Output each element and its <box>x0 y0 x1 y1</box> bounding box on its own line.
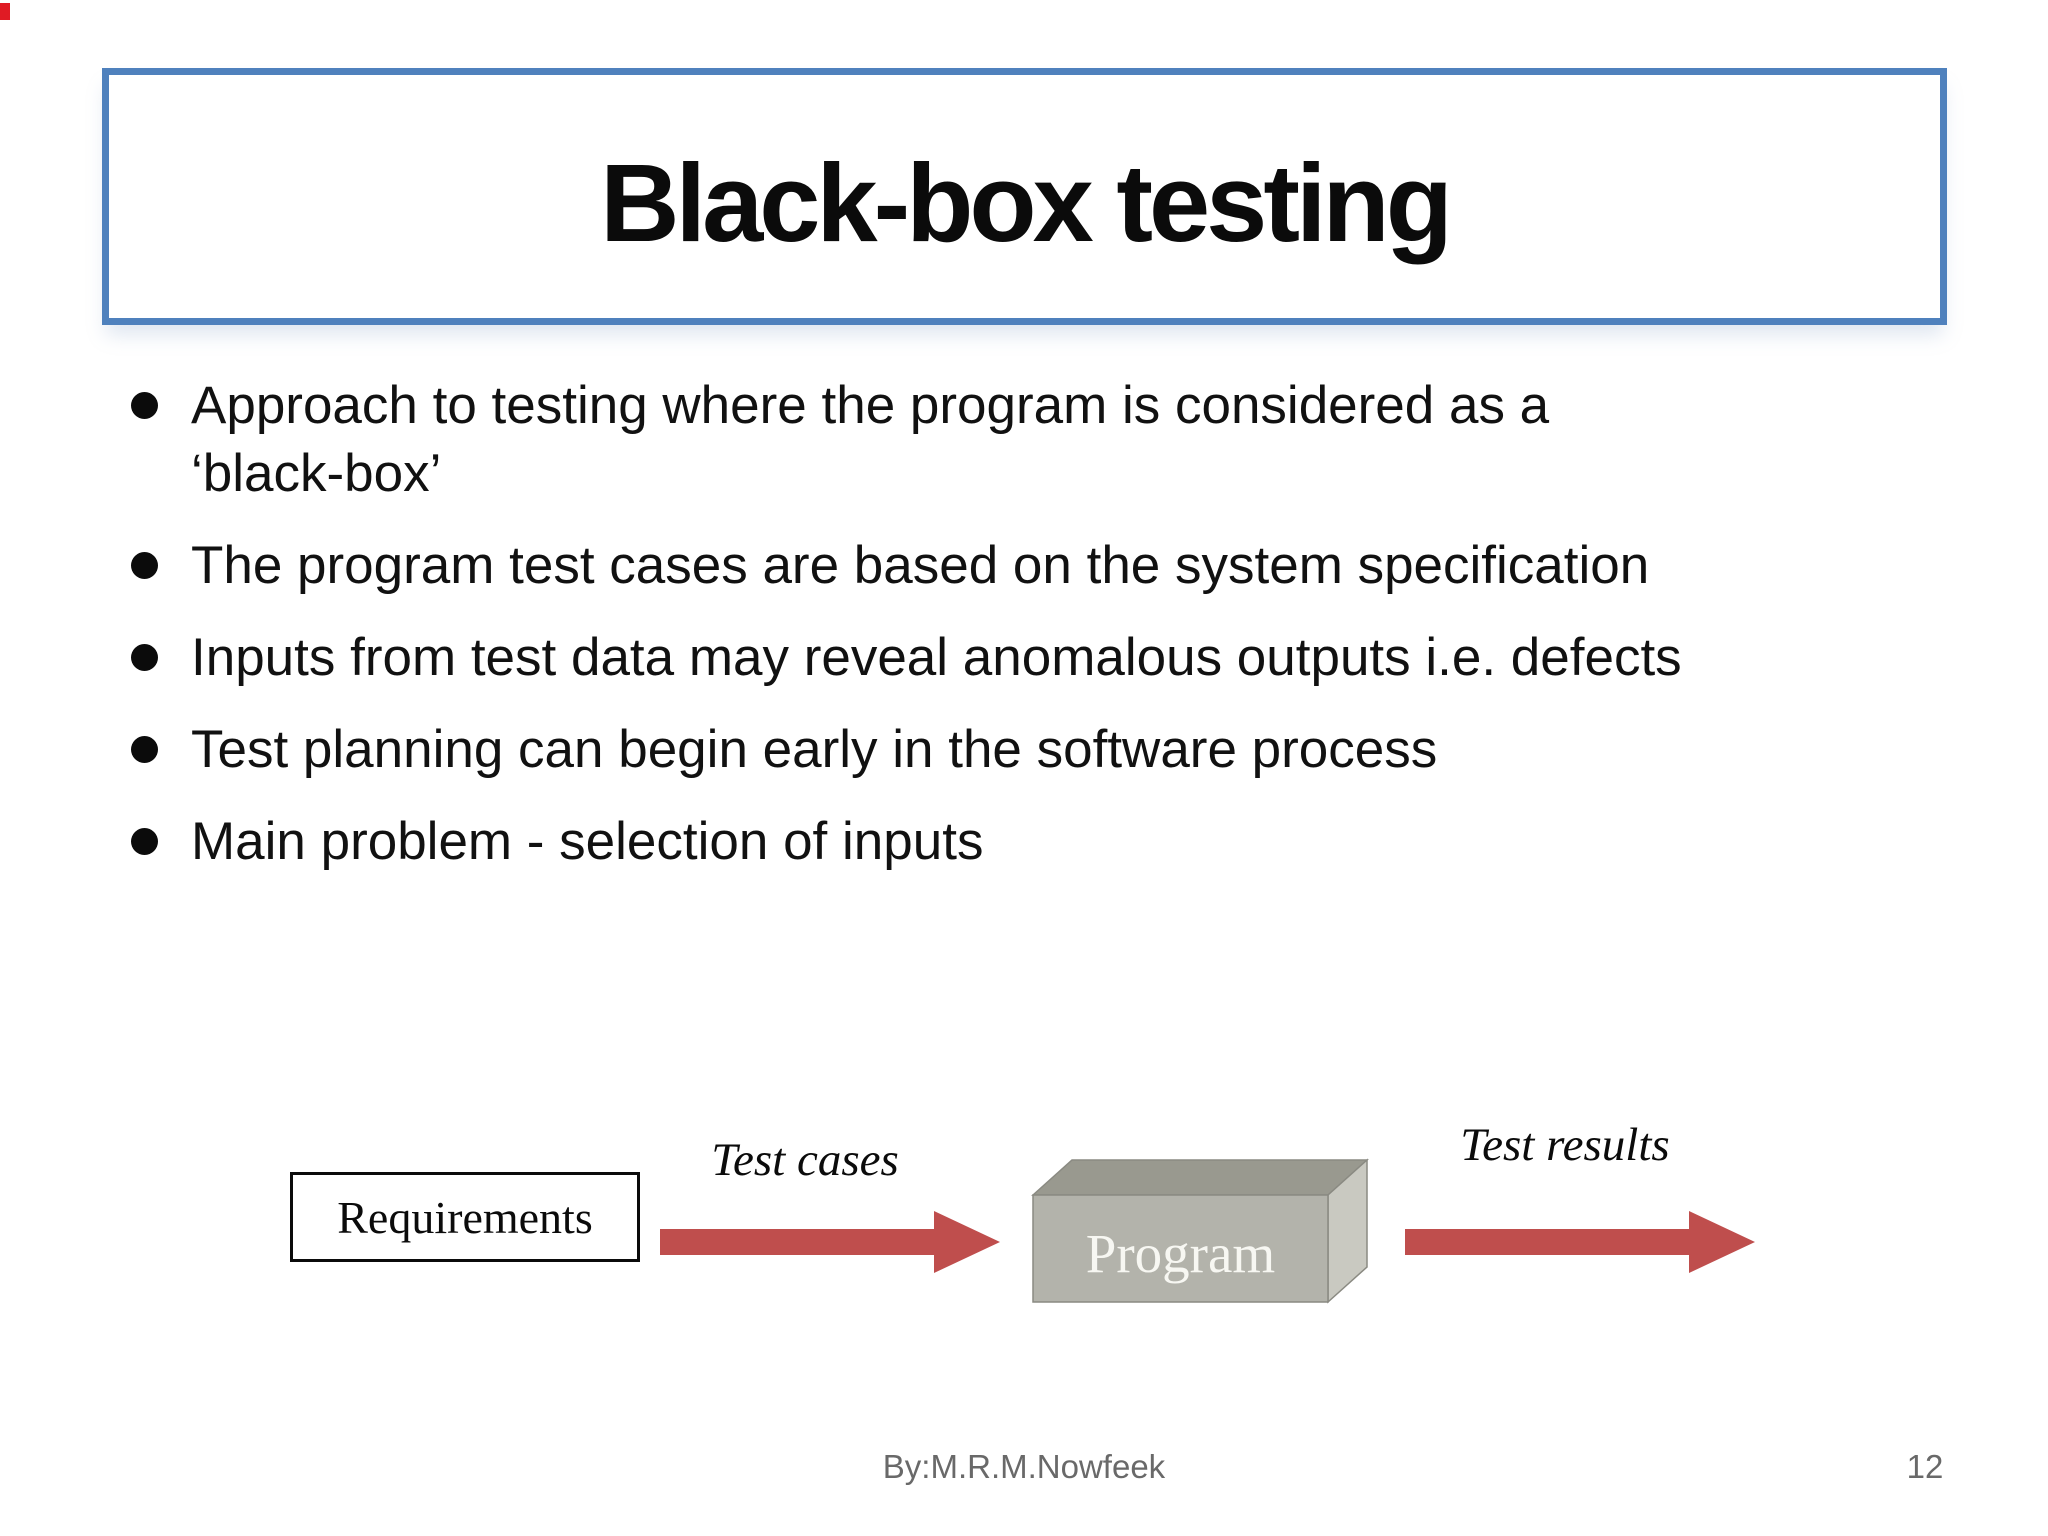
program-box-front-face <box>1032 1194 1329 1303</box>
program-box-top-face <box>1031 1159 1369 1196</box>
bullet-item: Approach to testing where the program is… <box>125 372 1897 508</box>
page-title: Black-box testing <box>600 142 1453 265</box>
program-3d-box <box>1031 1158 1369 1304</box>
bullet-text: ‘black-box’ <box>191 444 442 503</box>
bullet-item: Main problem - selection of inputs <box>125 808 1897 876</box>
requirements-box: Requirements <box>290 1172 640 1262</box>
page-number: 12 <box>1906 1448 1944 1485</box>
bullet-text: Approach to testing where the program is… <box>191 376 1550 435</box>
right-arrow-icon <box>1405 1211 1755 1273</box>
bullet-list: Approach to testing where the program is… <box>125 372 1897 900</box>
bullet-text: Main problem - selection of inputs <box>191 812 984 871</box>
test-results-label: Test results <box>1460 1119 1670 1171</box>
red-accent-strip <box>0 3 10 20</box>
bullet-text: Inputs from test data may reveal anomalo… <box>191 628 1682 687</box>
bullet-item: Test planning can begin early in the sof… <box>125 716 1897 784</box>
requirements-label: Requirements <box>337 1191 593 1243</box>
arrow-shape <box>1405 1211 1755 1273</box>
test-cases-label: Test cases <box>711 1134 899 1186</box>
title-box: Black-box testing <box>102 68 1947 325</box>
bullet-text: Test planning can begin early in the sof… <box>191 720 1438 779</box>
footer-author: By:M.R.M.Nowfeek <box>882 1448 1166 1485</box>
arrow-shape <box>660 1211 1000 1273</box>
bullet-item: The program test cases are based on the … <box>125 532 1897 600</box>
right-arrow-icon <box>660 1211 1000 1273</box>
bullet-item: Inputs from test data may reveal anomalo… <box>125 624 1897 692</box>
program-label: Program <box>1085 1223 1276 1284</box>
bullet-text: The program test cases are based on the … <box>191 536 1650 595</box>
